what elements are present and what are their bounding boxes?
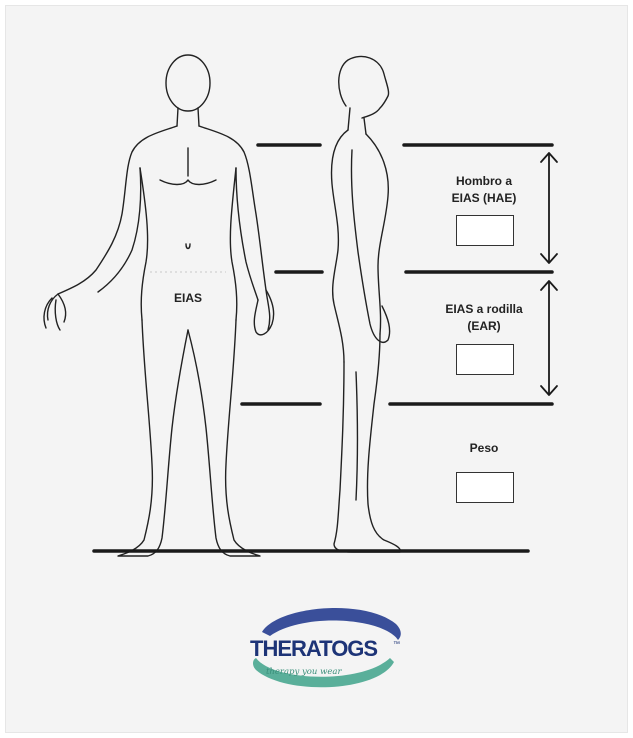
side-figure	[332, 56, 401, 552]
ear-input-box[interactable]	[456, 344, 514, 375]
measurement-arrows	[541, 153, 557, 395]
logo-brand-thera: THERA	[250, 636, 322, 661]
peso-label-text: Peso	[470, 441, 499, 455]
ear-label-line1: EIAS a rodilla	[420, 301, 548, 318]
ear-label: EIAS a rodilla (EAR)	[420, 301, 548, 335]
logo-tm: ™	[393, 641, 400, 648]
logo-tagline: therapy you wear	[266, 667, 342, 677]
peso-label: Peso	[444, 440, 524, 457]
eias-label-text: EIAS	[174, 291, 202, 305]
hae-label-line2: EIAS (HAE)	[428, 190, 540, 207]
svg-text:THERATOGS: THERATOGS	[250, 636, 377, 661]
hae-input-box[interactable]	[456, 215, 514, 246]
eias-label: EIAS	[158, 290, 218, 307]
hae-label-line1: Hombro a	[428, 173, 540, 190]
hae-label: Hombro a EIAS (HAE)	[428, 173, 540, 207]
peso-input-box[interactable]	[456, 472, 514, 503]
logo-brand-togs: TOGS	[319, 636, 377, 661]
theratogs-logo: THERATOGS ™ therapy you wear	[244, 600, 410, 694]
ear-label-line2: (EAR)	[420, 318, 548, 335]
